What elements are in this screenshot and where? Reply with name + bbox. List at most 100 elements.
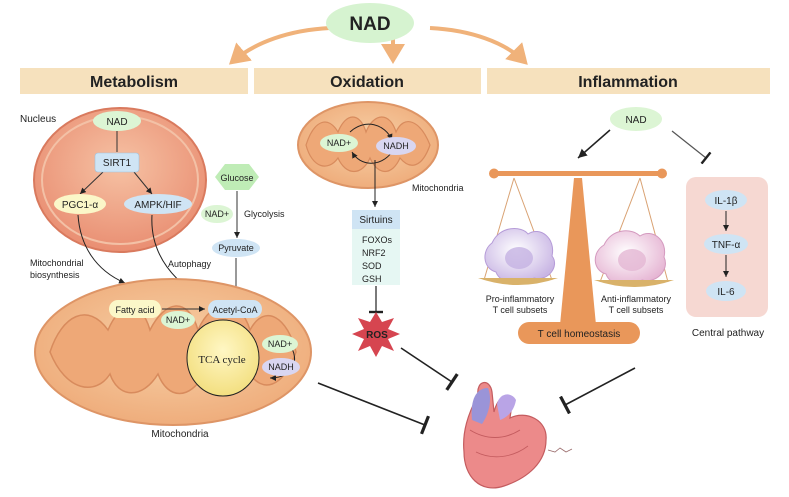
anti-inflammatory-label-2: T cell subsets bbox=[609, 305, 664, 315]
nucleus-nad-label: NAD bbox=[106, 117, 127, 128]
acetyl-coa-node bbox=[208, 300, 262, 318]
il6-node bbox=[706, 281, 746, 301]
nad-inhibit-central-pathway bbox=[671, 130, 712, 165]
pro-inflammatory-label-2: T cell subsets bbox=[493, 305, 548, 315]
sirt1-to-ampk-arrow bbox=[133, 171, 153, 195]
oxidation-heading: Oxidation bbox=[330, 74, 404, 91]
anti-inflammatory-label-1: Anti-inflammatory bbox=[601, 294, 672, 304]
pyruvate-label: Pyruvate bbox=[218, 243, 254, 253]
oxidation-panel: NAD+ NADH Mitochondria Sirtuins FOXOs NR… bbox=[297, 101, 464, 391]
heart-watermark-scribble bbox=[547, 447, 573, 453]
nucleus bbox=[33, 107, 207, 253]
tnfa-node bbox=[704, 234, 748, 254]
oxidation-nad-plus-node bbox=[320, 134, 358, 152]
fatty-acid-label: Fatty acid bbox=[115, 305, 154, 315]
metabolism-band bbox=[20, 68, 248, 94]
t-cell-homeostasis-label: T cell homeostasis bbox=[538, 329, 621, 340]
tca-nad-plus-label: NAD+ bbox=[166, 315, 190, 325]
heart-illustration bbox=[463, 382, 573, 489]
pgc1a-node bbox=[54, 194, 106, 214]
oxidation-nadh-label: NADH bbox=[383, 141, 409, 151]
acetyl-coa-label: Acetyl-CoA bbox=[212, 305, 257, 315]
left-pan bbox=[478, 278, 558, 285]
heart-vessel-right bbox=[497, 394, 516, 420]
scale-beam-right-end bbox=[657, 168, 667, 179]
ros-burst bbox=[352, 312, 400, 357]
target-nrf2: NRF2 bbox=[362, 248, 386, 258]
inflammation-nad-node bbox=[610, 107, 662, 131]
top-nad-group: NAD bbox=[228, 3, 528, 65]
autophagy-label: Autophagy bbox=[168, 259, 212, 269]
sirtuin-targets-box bbox=[352, 229, 400, 285]
oxidation-nad-plus-label: NAD+ bbox=[327, 138, 351, 148]
right-nadh-node bbox=[262, 358, 300, 376]
oxidation-cycle-arrow-top bbox=[349, 123, 393, 141]
target-gsh: GSH bbox=[362, 274, 382, 284]
right-nadh-label: NADH bbox=[268, 362, 294, 372]
metabolism-heading: Metabolism bbox=[90, 74, 178, 91]
sirt1-label: SIRT1 bbox=[103, 158, 132, 169]
target-foxos: FOXOs bbox=[362, 235, 393, 245]
nucleus-nad-node bbox=[93, 111, 141, 131]
arrow-to-metabolism bbox=[228, 26, 331, 65]
oxidation-mito-cristae bbox=[305, 116, 431, 173]
tnfa-label: TNF-α bbox=[712, 240, 741, 251]
t-cell-homeostasis-base bbox=[518, 322, 640, 344]
ros-to-heart-inhibit bbox=[400, 347, 459, 391]
oxidation-band bbox=[254, 68, 481, 94]
right-pan bbox=[594, 280, 674, 287]
right-nad-plus-node bbox=[262, 335, 298, 353]
section-headers: Metabolism Oxidation Inflammation bbox=[20, 68, 770, 94]
anti-inflammatory-cell-nucleus bbox=[618, 249, 646, 271]
glycolysis-nad-plus-node bbox=[201, 205, 233, 223]
inflammation-panel: NAD Pro-inflammatory T cell subsets Anti… bbox=[478, 107, 768, 415]
mito-biosynthesis-label-2: biosynthesis bbox=[30, 270, 80, 280]
il6-label: IL-6 bbox=[717, 287, 735, 298]
sirtuins-label: Sirtuins bbox=[359, 215, 392, 226]
scale-pillar bbox=[560, 178, 596, 325]
scale-beam bbox=[494, 171, 662, 176]
pyruvate-node bbox=[212, 239, 260, 257]
pgc1a-to-mitochondria-arrow bbox=[77, 214, 126, 284]
inflammation-nad-label: NAD bbox=[625, 115, 646, 126]
nad-to-scale-arrow bbox=[577, 129, 611, 159]
mito-biosynthesis-label-1: Mitochondrial bbox=[30, 258, 84, 268]
glucose-label: Glucose bbox=[220, 173, 253, 183]
metabolism-mitochondria-label: Mitochondria bbox=[151, 429, 209, 440]
tca-cycle-label: TCA cycle bbox=[198, 354, 245, 366]
nucleus-label: Nucleus bbox=[20, 114, 56, 125]
ros-label: ROS bbox=[366, 330, 388, 341]
oxidation-mitochondria-label: Mitochondria bbox=[412, 183, 464, 193]
top-nad-node bbox=[326, 3, 414, 43]
pgc1a-label: PGC1-α bbox=[62, 200, 99, 211]
tca-nad-plus-node bbox=[161, 311, 195, 329]
glucose-node bbox=[215, 164, 259, 190]
glycolysis-nad-plus-label: NAD+ bbox=[205, 209, 229, 219]
fatty-acid-node bbox=[109, 300, 161, 318]
il1b-node bbox=[705, 190, 747, 210]
il1b-label: IL-1β bbox=[715, 196, 738, 207]
right-nad-plus-label: NAD+ bbox=[268, 339, 292, 349]
inflammation-heading: Inflammation bbox=[578, 74, 678, 91]
inflammation-band bbox=[487, 68, 770, 94]
oxidation-nadh-node bbox=[376, 137, 416, 155]
arrow-to-inflammation bbox=[429, 26, 528, 65]
inflammation-to-heart-inhibit bbox=[559, 367, 636, 415]
pro-inflammatory-label-1: Pro-inflammatory bbox=[486, 294, 555, 304]
sirtuins-node bbox=[352, 210, 400, 229]
heart-vessel-left bbox=[471, 388, 490, 424]
scale-beam-left-end bbox=[489, 168, 499, 179]
heart-surface-vein-2 bbox=[475, 445, 529, 458]
sirt1-node bbox=[94, 152, 140, 173]
ampk-hif-node bbox=[124, 194, 192, 214]
pro-inflammatory-cell-nucleus bbox=[505, 247, 533, 269]
target-sod: SOD bbox=[362, 261, 382, 271]
metabolism-to-heart-inhibit bbox=[317, 382, 430, 435]
sirt1-to-pgc1a-arrow bbox=[79, 171, 104, 195]
ampk-hif-label: AMPK/HIF bbox=[134, 200, 181, 211]
heart-surface-vein bbox=[469, 429, 521, 438]
top-nad-label: NAD bbox=[349, 14, 390, 35]
tca-cycle bbox=[186, 319, 260, 397]
